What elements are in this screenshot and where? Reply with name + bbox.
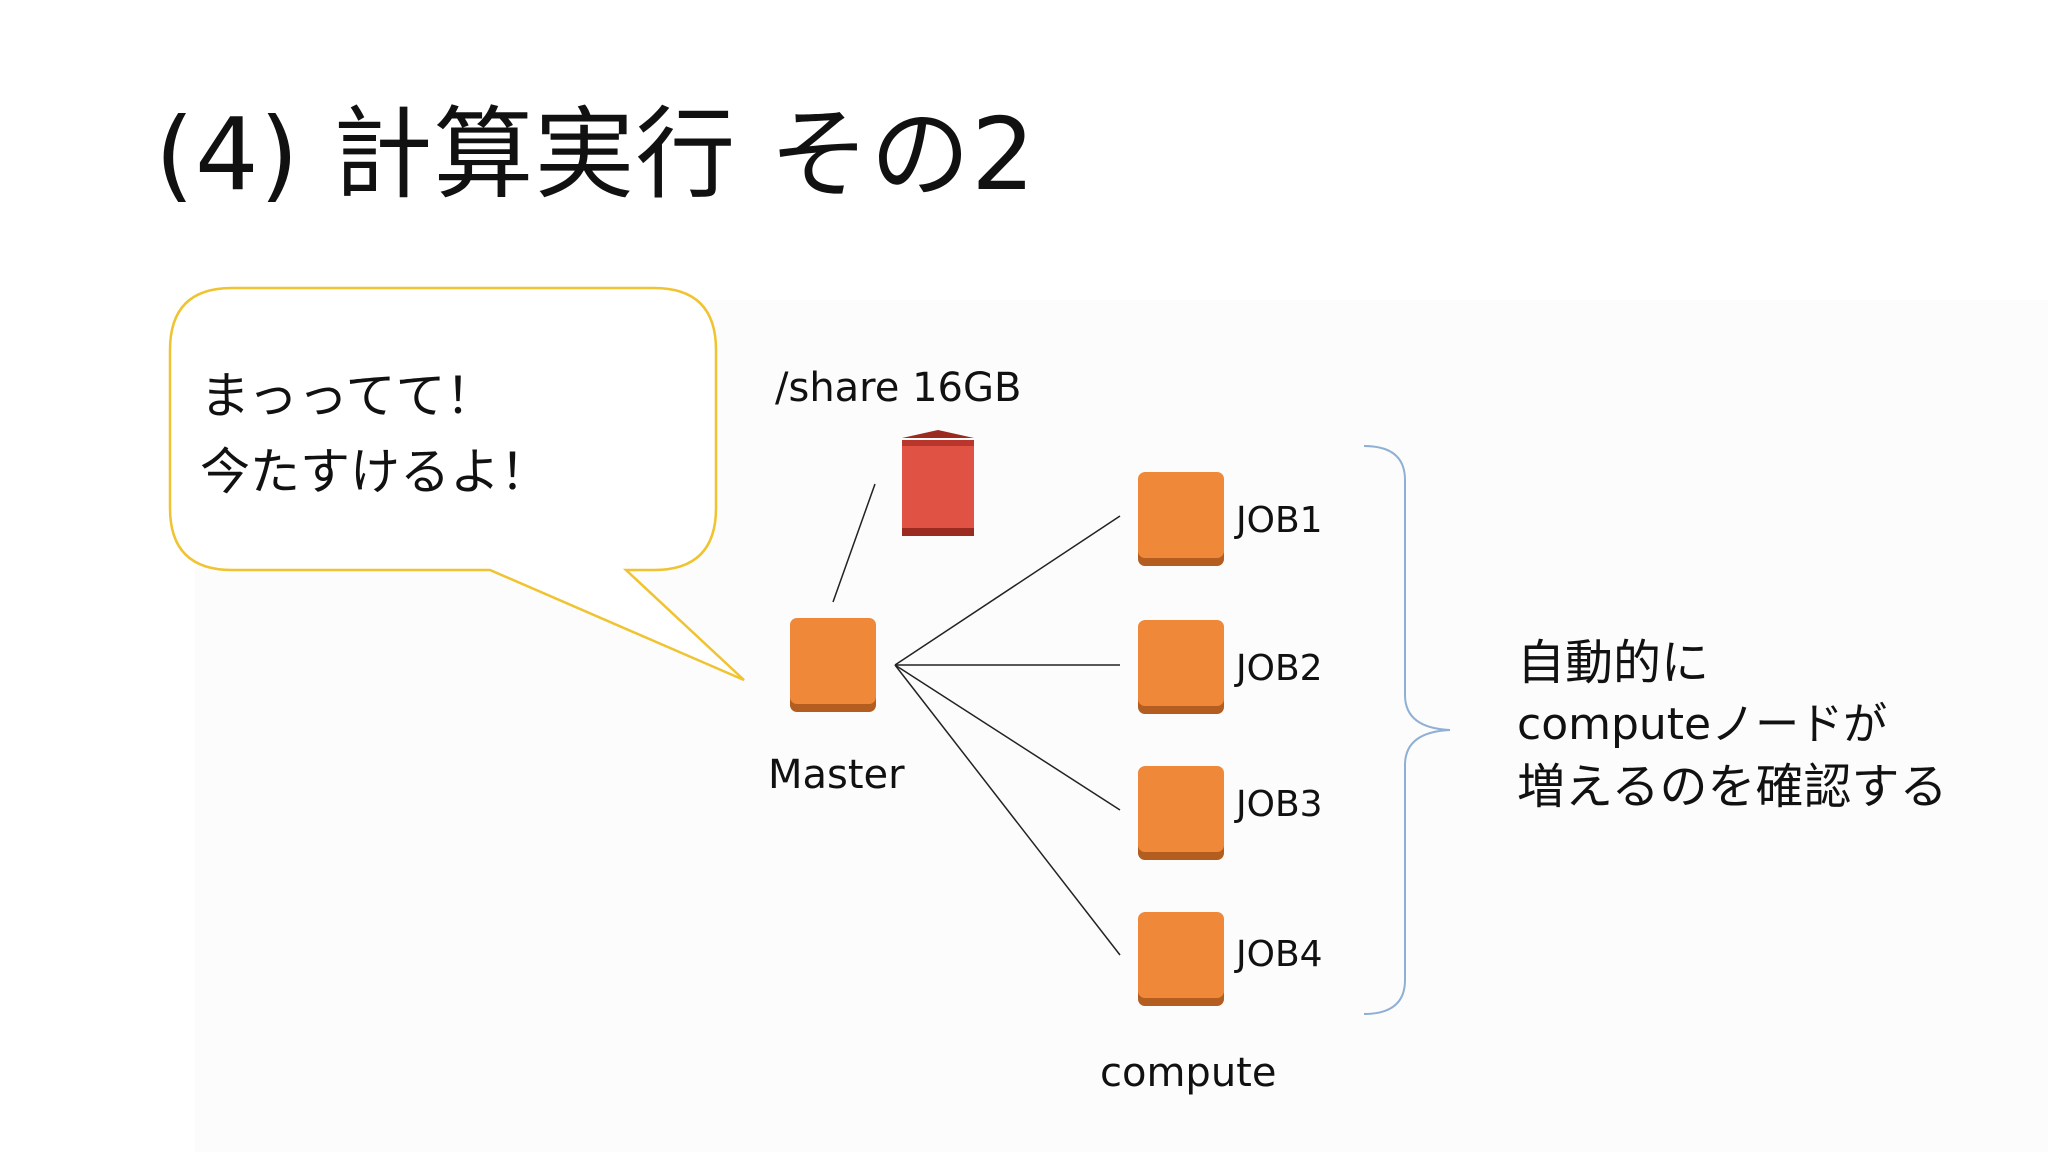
storage-connector [832, 483, 876, 603]
slide-title: (4) 計算実行 その2 [155, 96, 1036, 213]
master-label: Master [768, 752, 905, 798]
job3-label: JOB3 [1236, 784, 1323, 825]
speech-bubble [168, 286, 745, 682]
bubble-line-2: 今たすけるよ！ [200, 443, 550, 501]
job1-connector [894, 515, 1121, 666]
curly-brace [1363, 445, 1451, 1015]
master-ec2-icon [790, 618, 876, 712]
note-line-3: 増えるのを確認する [1517, 759, 1948, 815]
bubble-line-1: まっってて！ [200, 367, 496, 425]
job1-ec2-icon [1138, 472, 1224, 566]
annotation-note: 自動的に computeノードが 増えるのを確認する [1517, 632, 2017, 818]
share-label: /share 16GB [775, 365, 1022, 411]
job2-label: JOB2 [1236, 648, 1323, 689]
note-line-1: 自動的に [1517, 635, 1710, 691]
job4-ec2-icon [1138, 912, 1224, 1006]
job4-connector [894, 664, 1121, 956]
speech-bubble-text: まっってて！ 今たすけるよ！ [200, 358, 550, 510]
note-line-2: computeノードが [1517, 699, 1888, 750]
job4-label: JOB4 [1236, 934, 1323, 975]
ebs-volume-icon [902, 430, 974, 536]
compute-label: compute [1100, 1050, 1277, 1096]
job2-ec2-icon [1138, 620, 1224, 714]
job3-connector [894, 664, 1121, 811]
job1-label: JOB1 [1236, 500, 1323, 541]
job3-ec2-icon [1138, 766, 1224, 860]
